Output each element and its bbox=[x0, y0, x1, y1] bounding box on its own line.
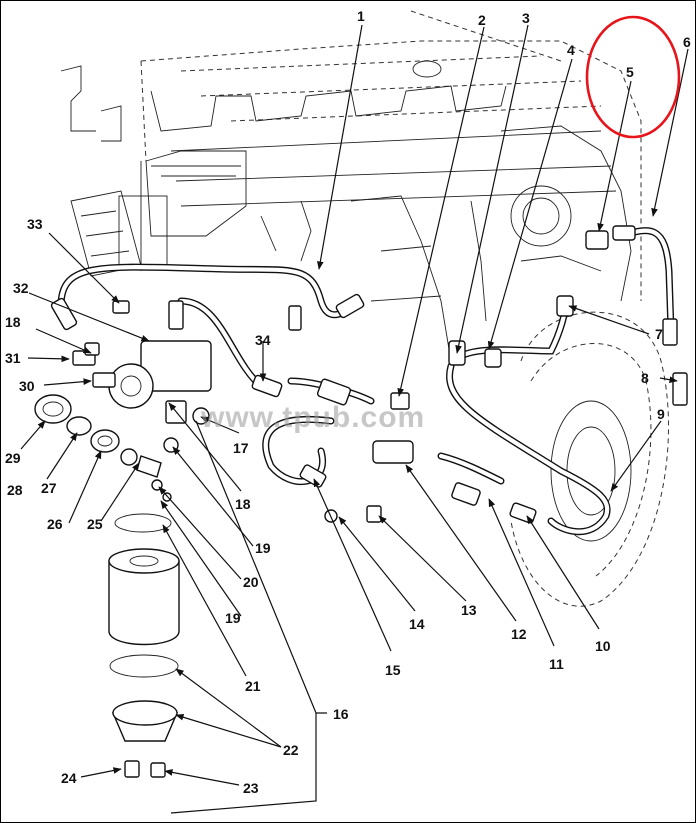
callout-31: 31 bbox=[5, 350, 21, 366]
callout-19-lower: 19 bbox=[225, 610, 241, 626]
callout-23: 23 bbox=[243, 780, 259, 796]
callout-10: 10 bbox=[595, 638, 611, 654]
callout-11: 11 bbox=[549, 656, 564, 672]
fittings bbox=[50, 225, 688, 524]
callout-8: 8 bbox=[641, 370, 649, 386]
callout-2: 2 bbox=[478, 12, 486, 28]
callout-16: 16 bbox=[333, 706, 349, 722]
callout-30: 30 bbox=[19, 378, 35, 394]
callout-25: 25 bbox=[87, 516, 103, 532]
filter-parts bbox=[34, 394, 180, 778]
callout-29: 29 bbox=[5, 450, 21, 466]
callout-12: 12 bbox=[511, 626, 527, 642]
filter-head bbox=[72, 340, 212, 425]
callout-19-upper: 19 bbox=[255, 540, 271, 556]
callout-26: 26 bbox=[47, 516, 63, 532]
callout-20: 20 bbox=[243, 574, 259, 590]
callout-17: 17 bbox=[233, 440, 249, 456]
callout-22: 22 bbox=[283, 742, 299, 758]
callout-14: 14 bbox=[409, 616, 425, 632]
flywheel-housing bbox=[510, 311, 669, 607]
callout-33: 33 bbox=[27, 216, 43, 232]
highlight-circle bbox=[585, 15, 681, 139]
watermark-text: www.tpub.com bbox=[200, 401, 425, 434]
callout-27: 27 bbox=[41, 480, 57, 496]
callout-13: 13 bbox=[461, 602, 477, 618]
callout-4: 4 bbox=[567, 42, 575, 58]
callout-15: 15 bbox=[385, 662, 401, 678]
engine-block bbox=[60, 10, 642, 362]
callout-34: 34 bbox=[255, 332, 271, 348]
callout-21: 21 bbox=[245, 678, 261, 694]
callout-3: 3 bbox=[522, 10, 530, 26]
callout-1: 1 bbox=[357, 8, 365, 24]
callout-6: 6 bbox=[683, 34, 691, 50]
callout-18-lower: 18 bbox=[235, 496, 251, 512]
leader-lines bbox=[20, 24, 689, 814]
callout-labels: 1 2 3 4 5 6 7 8 9 10 11 12 13 14 15 16 1… bbox=[5, 8, 691, 796]
callout-28: 28 bbox=[7, 482, 23, 498]
callout-7: 7 bbox=[655, 326, 663, 342]
callout-9: 9 bbox=[657, 406, 665, 422]
callout-18-upper: 18 bbox=[5, 314, 21, 330]
callout-5: 5 bbox=[626, 64, 634, 80]
callout-32: 32 bbox=[13, 280, 29, 296]
callout-24: 24 bbox=[61, 770, 77, 786]
